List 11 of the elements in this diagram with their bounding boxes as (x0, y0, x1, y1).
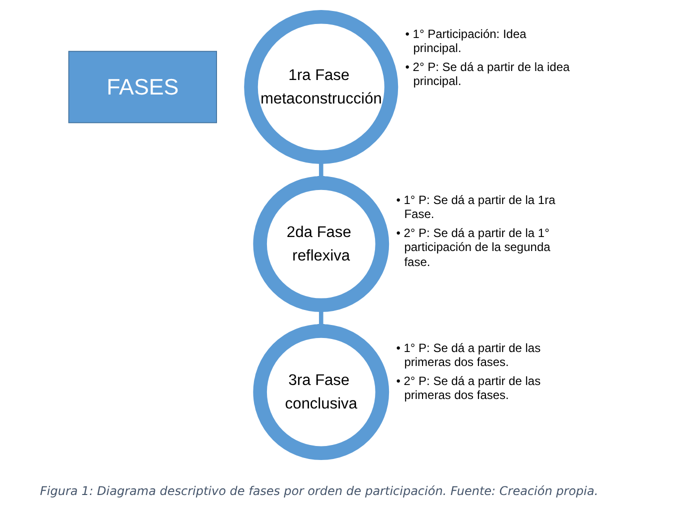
figure-caption: Figura 1: Diagrama descriptivo de fases por orden de participación. Fuente: Creación propia. (40, 484, 598, 498)
bullet-note: • 1° P: Se dá a partir de las primeras dos fases. (396, 340, 542, 370)
phase-circle: 3ra Fase conclusiva (253, 324, 390, 460)
bullet-note: • 2° P: Se dá a partir de las primeras dos fases. (396, 374, 542, 402)
bullet-note: • 2° P: Se dá a partir de la idea principal. (405, 60, 571, 88)
title-box: FASES (68, 50, 217, 124)
phase-circle: 1ra Fase metaconstrucción (244, 10, 398, 164)
phase-circle: 2da Fase reflexiva (253, 176, 390, 312)
bullet-note: • 2° P: Se dá a partir de la 1° participación de la segunda fase. (396, 226, 552, 269)
bullet-note: • 1° Participación: Idea principal. (405, 26, 528, 56)
bullet-note: • 1° P: Se dá a partir de la 1ra Fase. (396, 192, 556, 222)
